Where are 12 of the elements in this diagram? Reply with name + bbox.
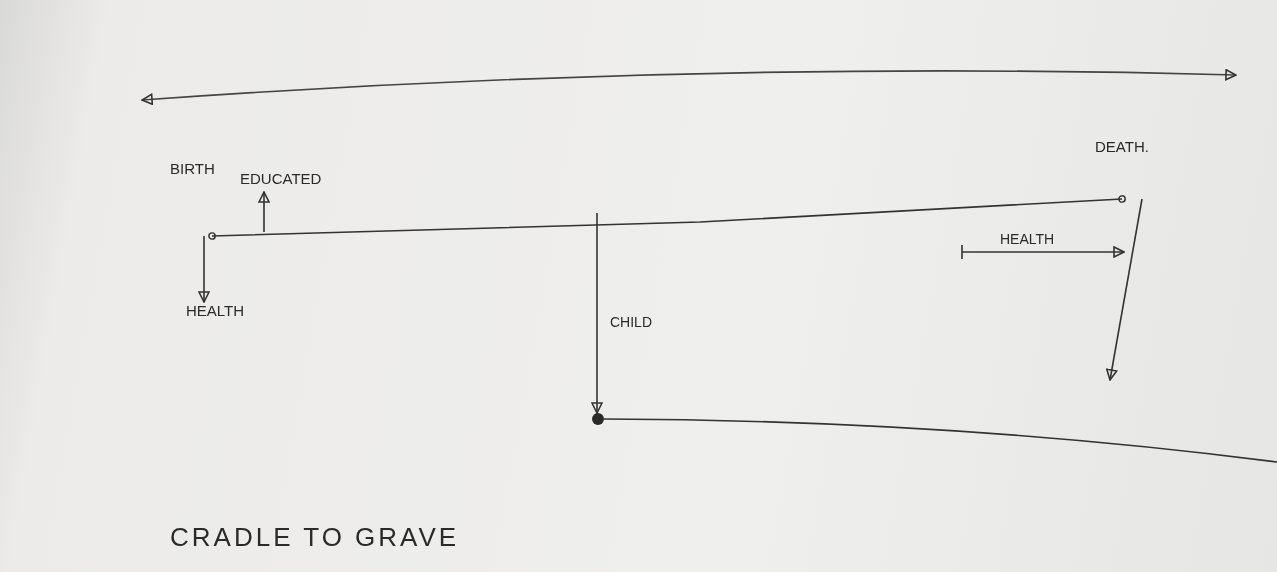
connector-arrow [591, 212, 603, 414]
node-label: EDUCATED [240, 170, 322, 188]
node-label: BIRTH [170, 160, 215, 178]
connector-arrow [198, 235, 210, 303]
node-label: HEALTH [186, 302, 245, 320]
span-label: HEALTH [1000, 231, 1055, 247]
connector-arrow [1106, 198, 1143, 381]
node-label: DEATH. [1095, 138, 1149, 156]
edge-label: CHILD [610, 314, 652, 330]
connector-arrow [258, 191, 270, 233]
child-dot [592, 413, 604, 425]
diagram-title: CRADLE TO GRAVE [170, 522, 460, 553]
